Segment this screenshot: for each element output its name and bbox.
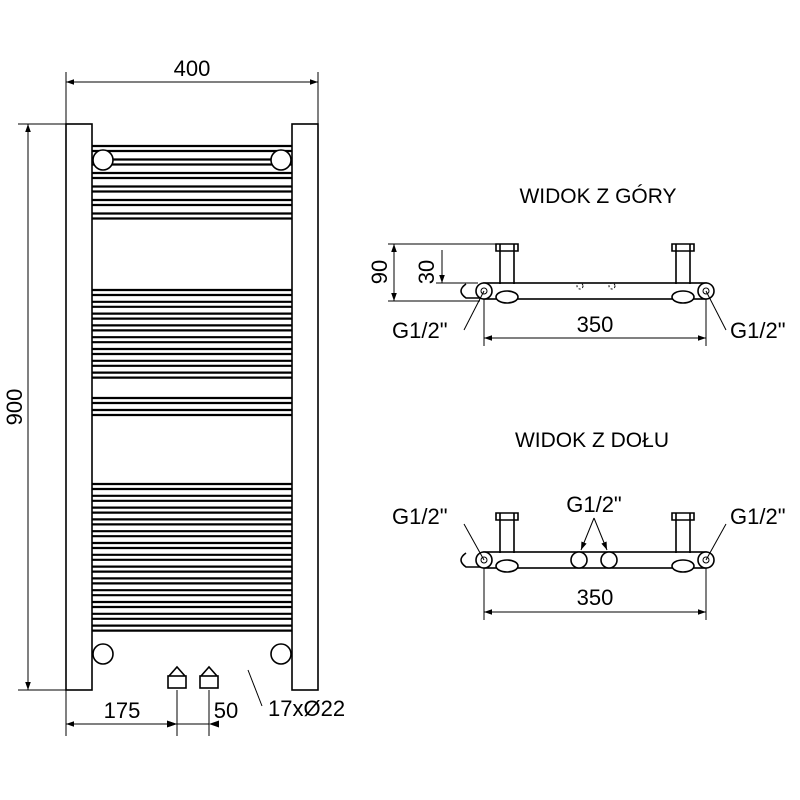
- bottom-view-left-post: [495, 512, 519, 521]
- right-valve: [199, 665, 219, 689]
- bottom-view-left-thread-label: G1/2": [392, 504, 448, 529]
- top-view-right-foot: [671, 290, 695, 304]
- top-view: WIDOK Z GÓRY 90 30 350 G1: [367, 185, 786, 346]
- top-view-left-post: [495, 243, 519, 252]
- bottom-view-center-left-connector: [570, 551, 588, 569]
- front-view: 400 900 175 50 17xØ22: [2, 56, 345, 736]
- bottom-right-connector: [270, 643, 292, 665]
- bottom-view-right-foot: [671, 559, 695, 573]
- offset-dimension-label: 30: [414, 260, 439, 284]
- right-side-post: [291, 123, 319, 691]
- bottom-view: WIDOK Z DOŁU 350 G1/2" G1/2" G1/2": [392, 429, 786, 620]
- left-valve: [167, 665, 187, 689]
- bottom-view-center-thread-label: G1/2": [566, 492, 622, 517]
- bottom-view-width-label: 350: [577, 585, 614, 610]
- top-left-connector: [92, 149, 114, 171]
- left-side-post: [65, 123, 93, 691]
- tube-spec-label: 17xØ22: [268, 696, 345, 721]
- top-view-left-thread-label: G1/2": [392, 318, 448, 343]
- bottom-view-left-foot: [495, 559, 519, 573]
- bottom-view-title: WIDOK Z DOŁU: [515, 429, 669, 452]
- width-dimension-label: 400: [174, 56, 211, 81]
- top-view-right-post: [671, 243, 695, 252]
- height-dimension-label: 900: [2, 389, 27, 426]
- top-view-right-thread-label: G1/2": [730, 318, 786, 343]
- valve-spacing-label: 50: [214, 698, 238, 723]
- bottom-left-connector: [92, 643, 114, 665]
- depth-dimension-label: 90: [367, 260, 392, 284]
- top-right-connector: [270, 149, 292, 171]
- bottom-view-right-thread-label: G1/2": [730, 504, 786, 529]
- top-view-title: WIDOK Z GÓRY: [519, 185, 676, 208]
- bottom-view-center-right-connector: [600, 551, 618, 569]
- horizontal-tubes: [92, 144, 292, 632]
- tube-spec-leader: [247, 669, 263, 707]
- valve-offset-label: 175: [104, 698, 141, 723]
- top-view-left-foot: [495, 290, 519, 304]
- top-view-width-label: 350: [577, 312, 614, 337]
- bottom-view-right-post: [671, 512, 695, 521]
